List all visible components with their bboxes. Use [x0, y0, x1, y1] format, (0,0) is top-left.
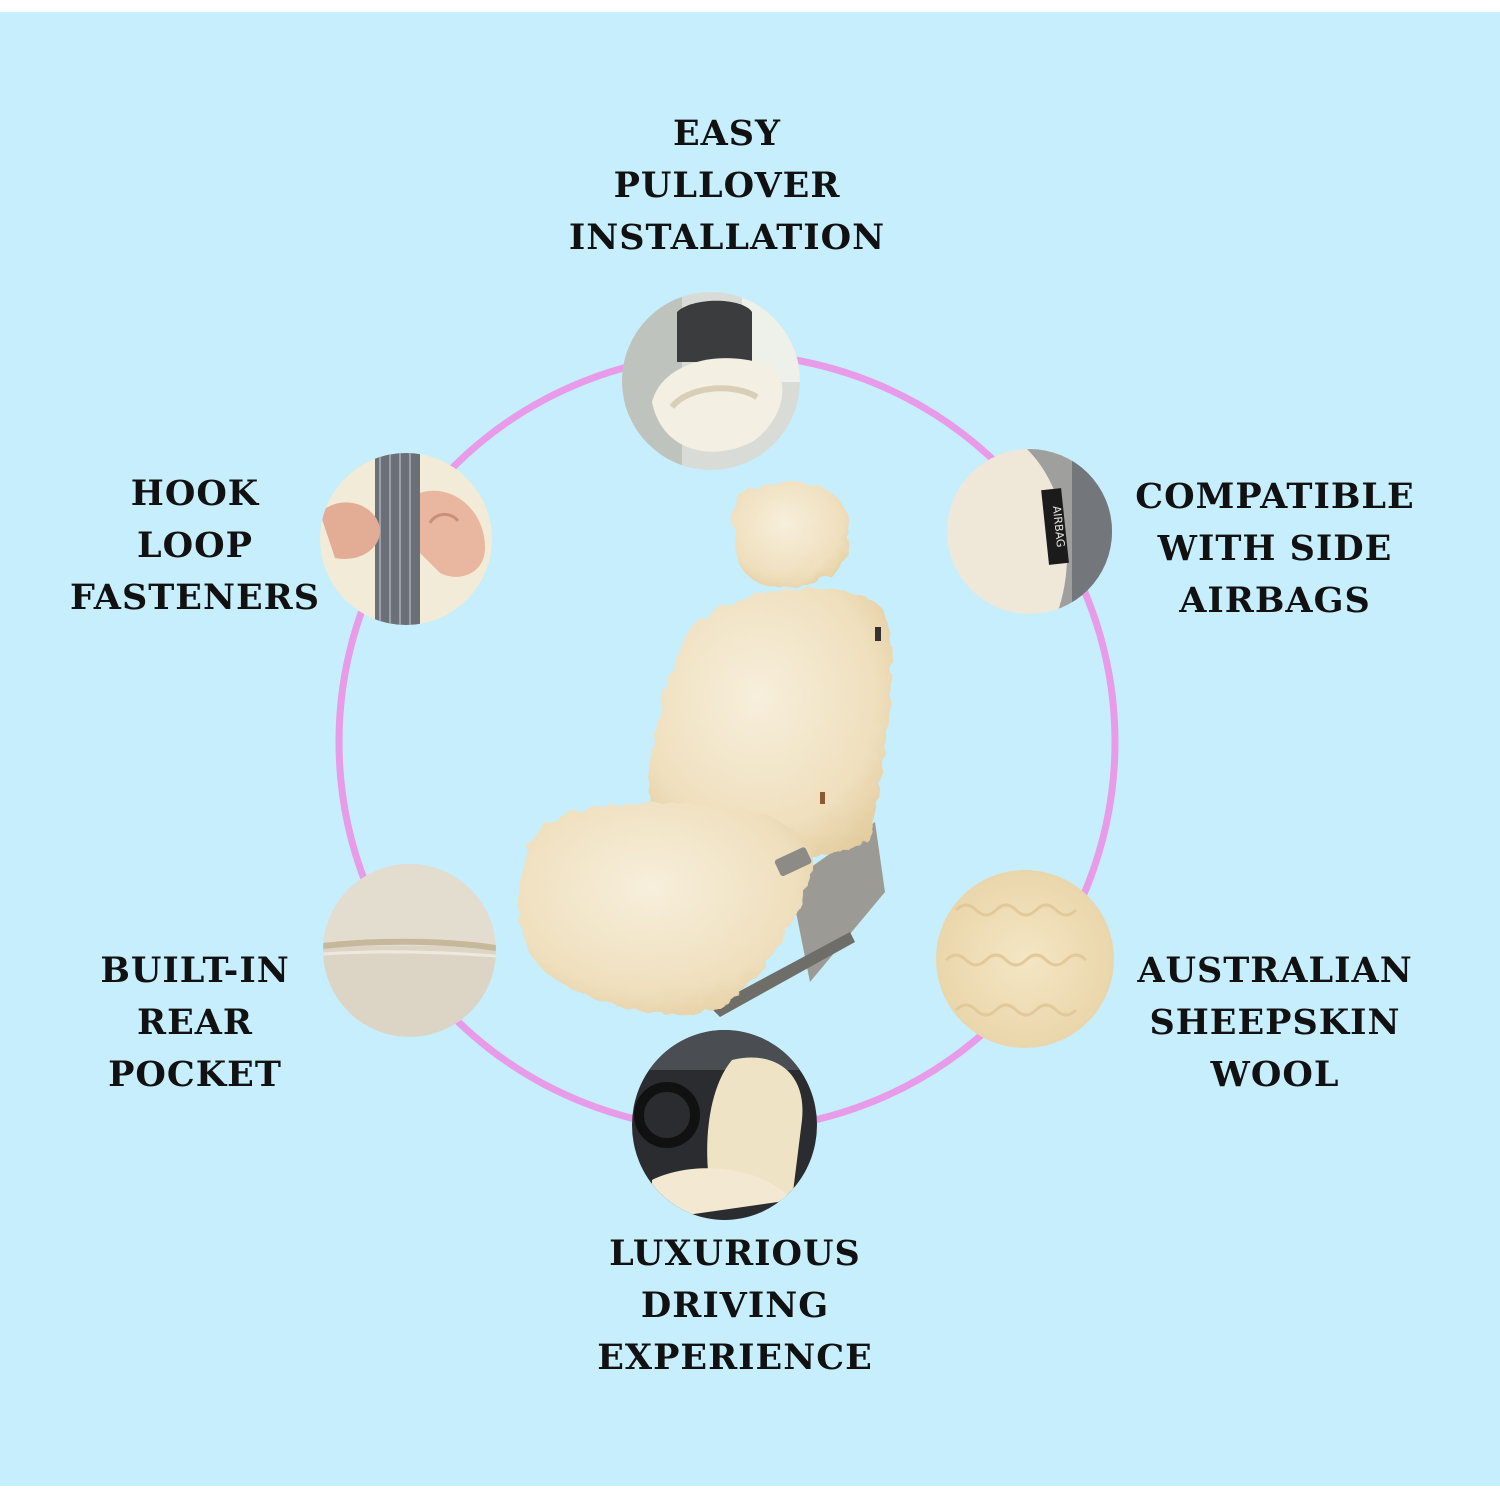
backrest-cover [648, 588, 892, 859]
seat-rail [710, 932, 855, 1017]
sheepskin-seat-cover-image [517, 482, 892, 1017]
leather-tab [820, 792, 825, 804]
feature-label-luxurious: LUXURIOUS DRIVING EXPERIENCE [597, 1233, 873, 1378]
airbag-tag-text: AIRBAG [1050, 505, 1067, 548]
fastener-hands-photo [320, 453, 492, 625]
airbag-tag-photo: AIRBAG [947, 449, 1112, 614]
rear-pocket-photo [323, 864, 496, 1037]
feature-label-wool: AUSTRALIAN SHEEPSKIN WOOL [1137, 950, 1413, 1095]
wool-texture-photo [936, 870, 1114, 1048]
seat-base [790, 822, 885, 982]
feature-label-pullover: EASY PULLOVER INSTALLATION [568, 113, 886, 258]
feature-label-fasteners: HOOK LOOP FASTENERS [70, 473, 320, 618]
seat-tag [875, 627, 881, 641]
seatbelt-buckle [774, 847, 812, 876]
headrest-photo [622, 292, 800, 470]
feature-label-pocket: BUILT-IN REAR POCKET [100, 950, 290, 1095]
infographic-canvas: AIRBAG [0, 12, 1500, 1486]
car-interior-photo [632, 1030, 817, 1220]
headrest-cover [732, 482, 849, 588]
feature-label-airbags: COMPATIBLE WITH SIDE AIRBAGS [1135, 476, 1415, 621]
seat-cushion-cover [517, 802, 813, 1014]
